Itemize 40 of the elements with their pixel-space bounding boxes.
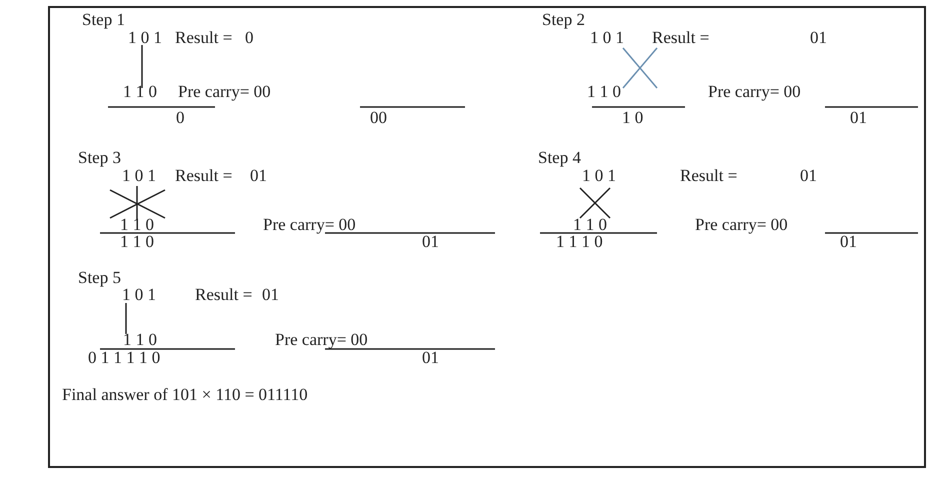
result-label: Result = (680, 166, 738, 186)
carry-value: 01 (422, 348, 439, 368)
multiplier-digits: 1 1 0 (123, 330, 157, 350)
multiplicand-digits: 1 0 1 (122, 285, 156, 305)
pre-carry-label: Pre carry= 00 (708, 82, 801, 102)
multiplicand-digits: 1 0 1 (128, 28, 162, 48)
multiplier-digits: 1 1 0 (573, 215, 607, 235)
result-value: 01 (810, 28, 827, 48)
multiplicand-digits: 1 0 1 (582, 166, 616, 186)
carry-value: 01 (840, 232, 857, 252)
result-label: Result = (175, 166, 232, 186)
carry-value: 00 (370, 108, 387, 128)
pre-carry-label: Pre carry= 00 (178, 82, 271, 102)
pre-carry-label: Pre carry= 00 (275, 330, 368, 350)
result-label: Result = (652, 28, 710, 48)
result-label: Result = (195, 285, 252, 305)
step-heading: Step 1 (82, 10, 125, 30)
result-value: 0 (245, 28, 254, 48)
partial-product: 1 1 1 0 (556, 232, 603, 252)
result-value: 01 (262, 285, 279, 305)
result-label: Result = (175, 28, 232, 48)
step-heading: Step 4 (538, 148, 581, 168)
result-value: 01 (800, 166, 817, 186)
carry-value: 01 (850, 108, 867, 128)
multiplier-digits: 1 1 0 (587, 82, 621, 102)
pre-carry-label: Pre carry= 00 (263, 215, 356, 235)
step-heading: Step 3 (78, 148, 121, 168)
multiplicand-digits: 1 0 1 (590, 28, 624, 48)
partial-product: 1 1 0 (120, 232, 154, 252)
result-value: 01 (250, 166, 267, 186)
multiplier-digits: 1 1 0 (123, 82, 157, 102)
multiplicand-digits: 1 0 1 (122, 166, 156, 186)
step-heading: Step 5 (78, 268, 121, 288)
pre-carry-label: Pre carry= 00 (695, 215, 788, 235)
final-answer: Final answer of 101 × 110 = 011110 (62, 385, 308, 405)
step-heading: Step 2 (542, 10, 585, 30)
partial-product: 0 1 1 1 1 0 (88, 348, 160, 368)
carry-value: 01 (422, 232, 439, 252)
partial-product: 0 (176, 108, 184, 128)
partial-product: 1 0 (622, 108, 644, 128)
